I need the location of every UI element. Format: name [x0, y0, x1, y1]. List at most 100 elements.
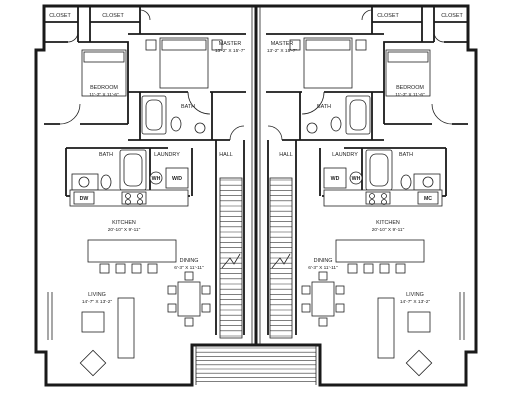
room-label-bath: BATH — [99, 152, 113, 158]
room-label-hall: HALL — [279, 152, 293, 158]
dishwasher — [73, 191, 95, 205]
nightstand — [211, 39, 223, 51]
room-label-bedroom: BEDROOM — [90, 85, 118, 91]
bar-stool — [347, 263, 358, 274]
bar-stool — [395, 263, 406, 274]
room-dim-master: 13'-2" X 15'-7" — [215, 48, 246, 54]
water-heater — [349, 171, 363, 185]
dining-chair — [167, 303, 177, 313]
water-heater — [149, 171, 163, 185]
room-label-closet: CLOSET — [441, 13, 463, 19]
room-label-master: MASTER — [219, 41, 242, 47]
coffee-table — [407, 311, 431, 333]
room-label-laundry: LAUNDRY — [332, 152, 358, 158]
armchair — [79, 349, 107, 377]
door-swings — [59, 9, 453, 141]
room-label-closet: CLOSET — [377, 13, 399, 19]
room-label-hall: HALL — [219, 152, 233, 158]
stair-stringer — [269, 177, 293, 339]
bar-stool — [115, 263, 126, 274]
dining-chair — [167, 285, 177, 295]
stair-break-line — [271, 253, 291, 269]
room-dim-master: 13'-2" X 15'-7" — [267, 48, 298, 54]
bar-stool — [363, 263, 374, 274]
room-dim-bedroom: 11'-3" X 11'-6" — [395, 92, 425, 98]
dining-chair — [201, 303, 211, 313]
toilet — [100, 174, 112, 190]
washer-dryer — [165, 167, 189, 189]
washer-dryer — [323, 167, 347, 189]
dining-chair — [318, 317, 328, 327]
room-dim-dining: 6'-3" X 11'-11" — [174, 265, 204, 271]
label-dw: MC — [424, 196, 432, 202]
bar-stool — [131, 263, 142, 274]
range — [365, 191, 391, 205]
dining-chair — [184, 271, 194, 281]
room-dim-bedroom: 11'-3" X 11'-6" — [89, 92, 119, 98]
room-label-laundry: LAUNDRY — [154, 152, 180, 158]
room-label-living: LIVING — [88, 292, 106, 298]
dining-chair — [201, 285, 211, 295]
sofa — [377, 297, 395, 359]
sink — [78, 176, 90, 188]
room-label-bath: BATH — [399, 152, 413, 158]
room-dim-living: 14'-7" X 13'-2" — [400, 299, 431, 305]
dishwasher — [417, 191, 439, 205]
dining-table — [177, 281, 201, 317]
label-wd: WD — [331, 176, 340, 182]
left-unit-labels: CLOSET CLOSET MASTER 13'-2" X 15'-7" BED… — [49, 13, 245, 305]
nightstand — [289, 39, 301, 51]
room-label-dining: DINING — [314, 258, 333, 264]
dining-chair — [318, 271, 328, 281]
stair-stringer — [219, 177, 243, 339]
coffee-table — [81, 311, 105, 333]
kitchen-island — [335, 239, 425, 263]
right-fixtures — [289, 37, 465, 377]
bar-stool — [379, 263, 390, 274]
room-label-closet: CLOSET — [49, 13, 71, 19]
room-label-bath: BATH — [317, 104, 331, 110]
dining-chair — [184, 317, 194, 327]
dining-chair — [335, 285, 345, 295]
exterior-wall — [34, 4, 478, 387]
room-dim-living: 14'-7" X 13'-2" — [82, 299, 113, 305]
stairs-right — [270, 179, 292, 337]
room-dim-dining: 6'-3" X 11'-11" — [308, 265, 338, 271]
label-dw: DW — [80, 196, 89, 202]
label-wh: WH — [352, 176, 361, 182]
kitchen-island — [87, 239, 177, 263]
right-unit-labels: CLOSET CLOSET MASTER 13'-2" X 15'-7" BED… — [267, 13, 464, 305]
room-label-bath: BATH — [181, 104, 195, 110]
room-dim-kitchen: 20'-10" X 9'-11" — [108, 227, 141, 233]
room-label-kitchen: KITCHEN — [112, 220, 136, 226]
entry-steps — [195, 345, 317, 385]
armchair — [405, 349, 433, 377]
nightstand — [355, 39, 367, 51]
dining-table — [311, 281, 335, 317]
bar-stool — [147, 263, 158, 274]
nightstand — [145, 39, 157, 51]
sink — [306, 122, 318, 134]
toilet — [330, 116, 342, 132]
left-fixtures — [47, 37, 223, 377]
room-label-master: MASTER — [271, 41, 294, 47]
room-label-closet: CLOSET — [102, 13, 124, 19]
label-wd: W/D — [172, 176, 182, 182]
sink — [194, 122, 206, 134]
dining-chair — [301, 303, 311, 313]
room-dim-kitchen: 20'-10" X 9'-11" — [372, 227, 405, 233]
bar-stool — [99, 263, 110, 274]
stair-break-line — [221, 253, 241, 269]
toilet — [400, 174, 412, 190]
room-label-kitchen: KITCHEN — [376, 220, 400, 226]
room-label-living: LIVING — [406, 292, 424, 298]
room-label-bedroom: BEDROOM — [396, 85, 424, 91]
toilet — [170, 116, 182, 132]
label-wh: WH — [152, 176, 161, 182]
dining-chair — [335, 303, 345, 313]
sink — [422, 176, 434, 188]
room-label-dining: DINING — [180, 258, 199, 264]
dining-chair — [301, 285, 311, 295]
sofa — [117, 297, 135, 359]
